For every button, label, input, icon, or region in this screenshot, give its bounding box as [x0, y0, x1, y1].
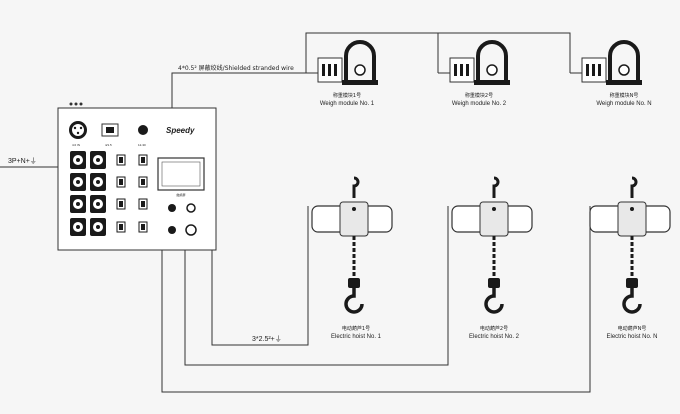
wiring [0, 32, 591, 393]
screen-caption: 触摸屏 [176, 192, 185, 197]
top-label: 4.0 IN [72, 143, 80, 147]
weigh-module-cn-label: 称重模块N号 [610, 92, 639, 99]
switch-grid [116, 154, 148, 233]
weigh-modules [317, 40, 642, 85]
power-socket-icon [90, 195, 106, 213]
control-switch-icon [138, 198, 148, 210]
weigh-module-en-label: Weigh module No. N [596, 101, 651, 107]
weigh-module-cn-label: 称重模块1号 [333, 92, 361, 99]
power-socket-icon [90, 218, 106, 236]
electric-hoist-icon [589, 176, 671, 314]
hoist-cable-label: 3*2.5²+⏚ [252, 335, 282, 343]
power-input-label: 3P+N+⏚ [8, 157, 37, 165]
hoist-2-cable [184, 206, 449, 366]
control-switch-icon [138, 176, 148, 188]
top-label: 12-30 [138, 143, 146, 147]
hoist-en-label: Electric hoist No. 2 [469, 334, 520, 340]
top-label: 4/1.5 [105, 143, 112, 147]
hoist-en-label: Electric hoist No. N [606, 334, 657, 340]
signal-cable-label: 4*0.5² 屏蔽绞线/Shielded stranded wire [178, 64, 294, 72]
power-socket-icon [70, 173, 86, 191]
socket-grid [70, 151, 106, 236]
key-switch-icon [138, 125, 148, 135]
selector-knob-icon [168, 204, 176, 212]
control-switch-icon [116, 221, 126, 233]
weigh-module-en-label: Weigh module No. 2 [452, 101, 507, 107]
hoist-1-cable [211, 206, 309, 346]
electric-hoists [311, 176, 671, 314]
emergency-stop-icon [186, 203, 196, 213]
start-button-icon [168, 226, 176, 234]
indicator-light [74, 102, 78, 106]
stop-button-icon [185, 224, 197, 236]
electric-hoist-icon [451, 176, 533, 314]
signal-cable [171, 32, 571, 108]
weigh-module-en-label: Weigh module No. 1 [320, 101, 375, 107]
hoist-cn-label: 电动葫芦2号 [480, 325, 508, 332]
control-switch-icon [138, 221, 148, 233]
electric-hoist-icon [311, 176, 393, 314]
weigh-module-icon [449, 40, 510, 85]
hoist-en-label: Electric hoist No. 1 [331, 334, 382, 340]
indicator-light [79, 102, 83, 106]
power-socket-icon [70, 218, 86, 236]
control-box: Speedy 4.0 IN 4/1.5 12-30 触摸屏 [57, 102, 217, 251]
control-switch-icon [116, 198, 126, 210]
control-switch-icon [116, 176, 126, 188]
weigh-module-cn-label: 称重模块2号 [465, 92, 493, 99]
hoist-cn-label: 电动葫芦1号 [342, 325, 370, 332]
hoist-cn-label: 电动葫芦N号 [618, 325, 647, 332]
weigh-module-icon [317, 40, 378, 85]
brand-logo: Speedy [166, 126, 195, 135]
power-socket-icon [70, 195, 86, 213]
power-socket-icon [90, 173, 106, 191]
control-switch-icon [116, 154, 126, 166]
control-switch-icon [138, 154, 148, 166]
power-socket-icon [90, 151, 106, 169]
power-socket-icon [70, 151, 86, 169]
indicator-light [69, 102, 73, 106]
weigh-module-icon [581, 40, 642, 85]
hoist-n-cable [161, 206, 591, 393]
